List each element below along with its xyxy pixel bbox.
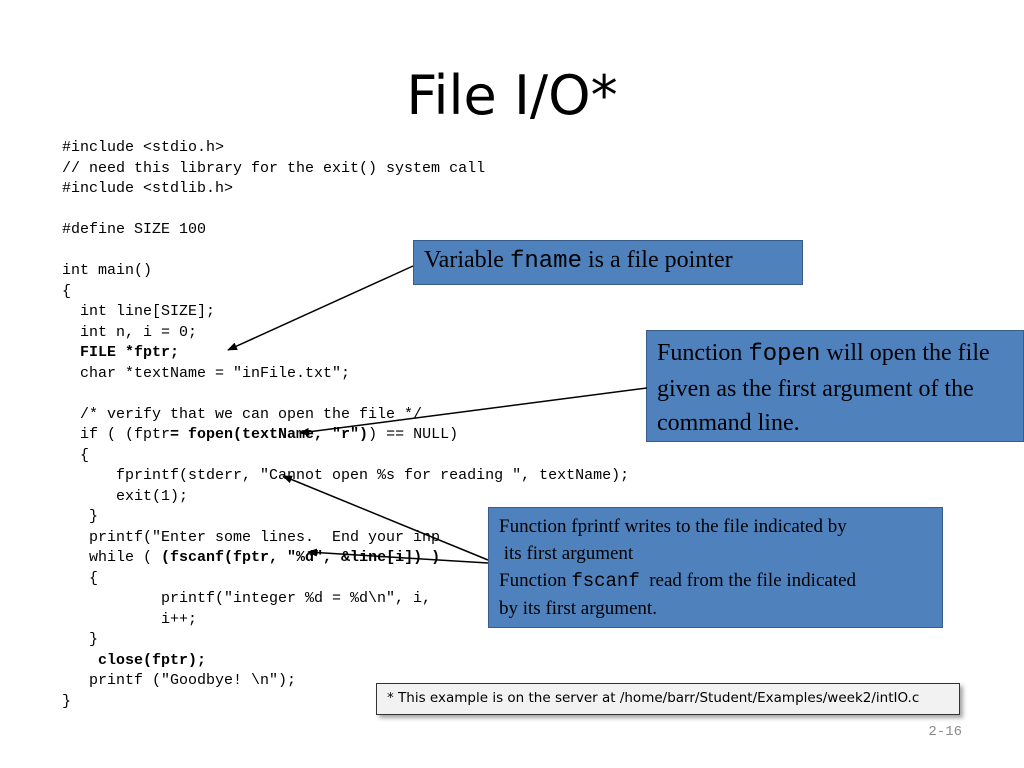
code-line-14: /* verify that we can open the file */	[62, 405, 423, 423]
code-line-23: printf("integer %d = %d\n", i,	[62, 590, 432, 607]
code-line-4	[62, 200, 629, 221]
callout-fopen-suffix: will open the file given as the first ar…	[657, 340, 990, 436]
code-line-1: #include <stdio.h>	[62, 139, 225, 156]
code-line-18: exit(1);	[62, 487, 189, 505]
code-line-8: {	[62, 282, 72, 300]
callout-fscanf-line: Function fscanf read from the file indic…	[499, 567, 932, 595]
code-line-9: int line[SIZE];	[62, 303, 216, 320]
callout-fprintf-line-1: Function fprintf writes to the file indi…	[499, 516, 847, 537]
code-line-16: {	[62, 446, 90, 464]
slide-title: File I/O*	[406, 64, 618, 127]
callout-file-pointer-prefix: Variable	[424, 247, 510, 273]
callout-fprintf-line-2: its first argument	[499, 543, 634, 564]
code-line-25: }	[62, 631, 99, 648]
callout-fprintf-fscanf: Function fprintf writes to the file indi…	[488, 507, 943, 628]
file-pointer-declaration: FILE *fptr;	[80, 344, 180, 361]
code-line-24: i++;	[62, 610, 198, 628]
callout-fscanf-suffix: read from the file indicated	[639, 570, 857, 591]
close-call: close(fptr);	[98, 651, 207, 669]
code-line-13	[62, 384, 629, 405]
while-prefix: while (	[62, 549, 162, 566]
callout-fopen: Function fopen will open the file given …	[646, 330, 1024, 442]
code-line-15: if ( (fptr= fopen(textName, "r")) == NUL…	[62, 425, 629, 446]
callout-fscanf-code: fscanf	[571, 570, 640, 592]
code-line-27: printf ("Goodbye! \n");	[62, 672, 297, 689]
code-line-3: #include <stdlib.h>	[62, 180, 234, 197]
callout-fopen-code: fopen	[748, 341, 821, 368]
callout-file-pointer-suffix: is a file pointer	[581, 247, 733, 273]
fscanf-call: (fscanf(fptr, "%d", &line[i]) )	[161, 549, 441, 566]
callout-file-pointer-code: fname	[509, 248, 582, 275]
code-line-11: FILE *fptr;	[62, 343, 629, 364]
callout-fscanf-line-2: by its first argument.	[499, 598, 657, 619]
code-line-26: close(fptr);	[62, 651, 629, 672]
code-line-12: char *textName = "inFile.txt";	[62, 364, 351, 382]
code-line-22: {	[62, 569, 99, 587]
fopen-call: = fopen(textName, "r")	[170, 426, 369, 443]
code-line-7: int main()	[62, 262, 153, 279]
callout-fscanf-prefix: Function	[499, 570, 572, 591]
if-suffix: ) == NULL)	[368, 426, 459, 443]
page-number: 2-16	[928, 724, 962, 740]
code-line-10: int n, i = 0;	[62, 323, 198, 341]
code-line-28: }	[62, 692, 72, 710]
if-prefix: if ( (fptr	[62, 426, 171, 443]
callout-fopen-prefix: Function	[657, 340, 749, 366]
callout-file-pointer: Variable fname is a file pointer	[413, 240, 803, 285]
code-line-5: #define SIZE 100	[62, 221, 207, 238]
code-line-19: }	[62, 508, 99, 525]
server-footnote: * This example is on the server at /home…	[376, 683, 960, 715]
code-line-17: fprintf(stderr, "Cannot open %s for read…	[62, 467, 630, 484]
code-listing: #include <stdio.h> // need this library f…	[62, 138, 629, 712]
code-line-2: // need this library for the exit() syst…	[62, 159, 486, 177]
